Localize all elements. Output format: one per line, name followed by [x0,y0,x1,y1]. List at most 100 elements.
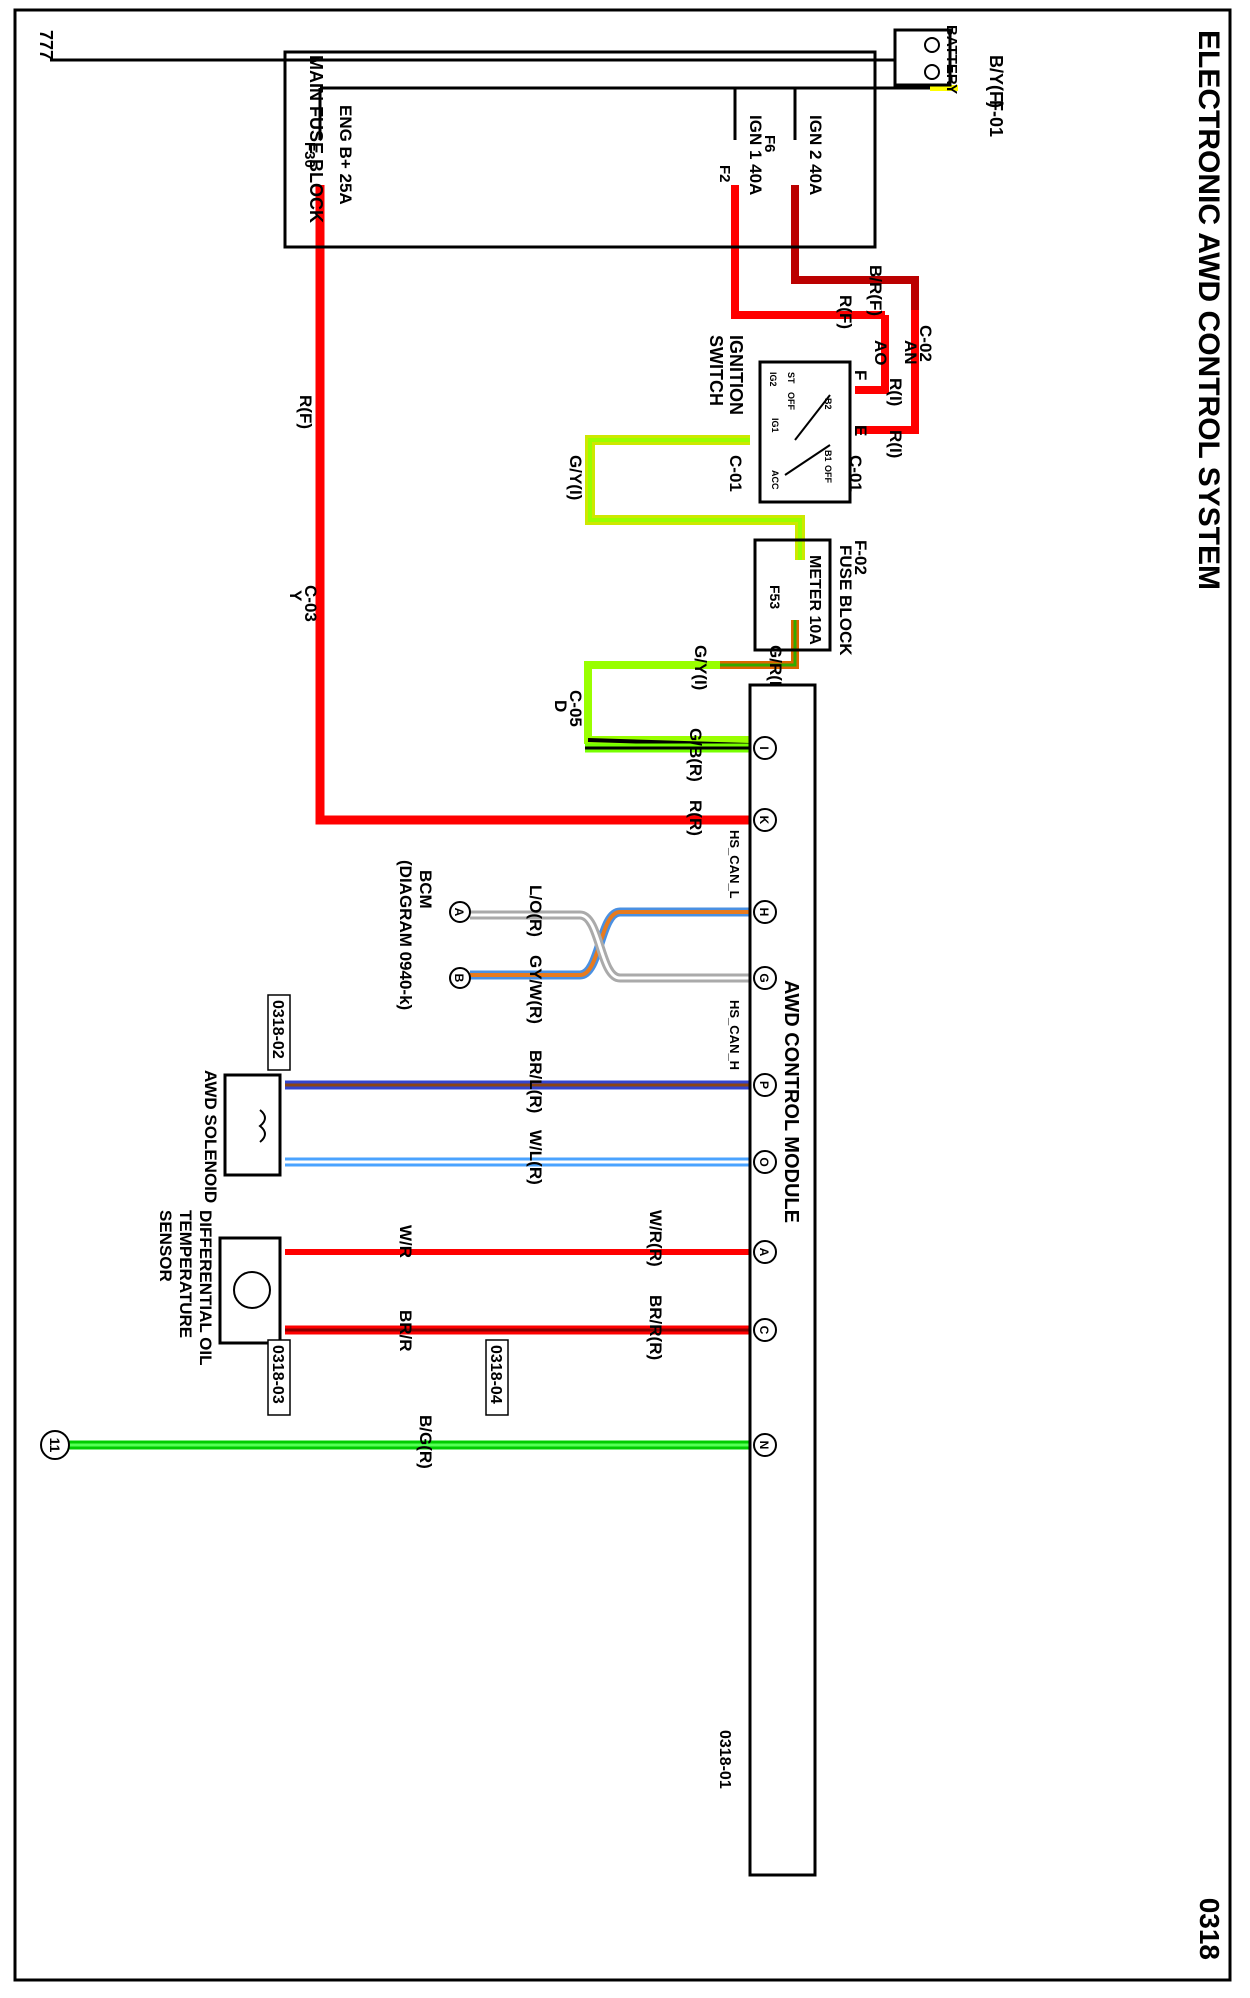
pin-k: K [757,816,771,825]
switch-contact-ig2: IG2 [768,372,778,387]
c03-connector: C-03 [301,585,320,622]
pin-n: N [757,1441,771,1450]
switch-contact-off1: OFF [786,392,796,410]
f02-fuse-id: F53 [767,585,783,609]
battery-label: BATTERY [943,25,960,94]
c03-pin: Y [286,590,305,602]
wire-ri-e [855,310,919,434]
switch-contact-st: ST [786,372,796,384]
switch-connector-b: C-01 [726,455,745,492]
sensor-label-1: DIFFERENTIAL OIL [196,1210,215,1366]
switch-contact-b1: B1 [823,450,833,462]
bcm-label: BCM [416,870,435,909]
fuse-ign2-label: IGN 2 40A [806,115,825,195]
c02-wire-br: B/R(F) [866,265,885,316]
wire-ri-f [855,315,889,394]
switch-contact-b2: B2 [823,398,833,410]
label-gb-r: G/B(R) [686,728,705,782]
fuse-ign1-label: IGN 1 40A [746,115,765,195]
solenoid-label: AWD SOLENOID [201,1070,220,1203]
main-fuse-block [283,50,877,249]
switch-pin-f: F [851,370,870,380]
label-bg-r: B/G(R) [416,1415,435,1469]
switch-contact-ig1: IG1 [770,418,780,433]
sensor-wire-wr: W/R [396,1225,415,1258]
f02-connector: F-02 [851,540,870,575]
c02-pin-ao: AO [871,340,890,366]
f02-wire-gy: G/Y(I) [691,645,710,690]
fuse-ign2-id: F6 [761,135,778,153]
awd-solenoid [223,1073,282,1177]
bcm-pin-a: A [452,908,466,917]
switch-contact-acc: ACC [770,470,780,490]
module-ref: 0318-01 [716,1730,733,1789]
fuse-engb-id: F30 [301,142,318,168]
fuse-ign1-id: F2 [716,165,733,183]
sensor-label-2: TEMPERATURE [176,1210,195,1338]
ground-circle [40,1430,70,1460]
sensor-ref: 0318-03 [269,1345,286,1404]
switch-wire-ri1: R(I) [886,378,905,406]
thermistor-icon [233,1271,271,1309]
pin-g: G [757,973,771,982]
page-border [13,8,1232,1982]
main-fuse-block-label: MAIN FUSE BLOCK [306,55,326,223]
c05-pin: D [551,700,570,712]
label-r-r: R(R) [686,800,705,836]
bcm-ref: (DIAGRAM 0940-k) [396,860,415,1010]
inline-ref: 0318-04 [487,1345,504,1404]
pin-o: O [757,1157,771,1166]
ground-symbol: 777 [36,30,56,60]
c03-wire: R(F) [296,395,315,429]
battery-connector-label: F-01 [986,100,1006,137]
label-wr-r: W/R(R) [646,1210,665,1267]
module-label: AWD CONTROL MODULE [780,980,802,1223]
c02-wire-r: R(F) [836,295,855,329]
solenoid-ref: 0318-02 [269,1000,286,1059]
ignition-switch-label-2: SWITCH [706,335,726,406]
wire-engb-rf [315,185,750,825]
switch-connector-a: C-01 [846,455,865,492]
c02-connector: C-02 [916,325,935,362]
sensor-wire-brr: BR/R [396,1310,415,1352]
switch-contact-off2: OFF [823,465,833,483]
label-can-h: HS_CAN_H [727,1000,742,1070]
pin-h: H [757,908,771,917]
label-lo-r: L/O(R) [526,885,545,937]
battery-symbol [893,28,952,87]
switch-pin-e: E [851,425,870,436]
pin-c: C [757,1326,771,1335]
label-brr-r: BR/R(R) [646,1295,665,1360]
ignition-switch-label-1: IGNITION [726,335,746,415]
module-pins: I K H G P O A C N [753,736,777,1457]
c02-pin-an: AN [901,340,920,365]
switch-wire-ri2: R(I) [886,430,905,458]
bcm-pin-b: B [452,974,466,983]
diagram-rotated-group: ELECTRONIC AWD CONTROL SYSTEM 0318 [13,8,1232,1982]
wire-r-f [731,185,885,319]
diagram-title: ELECTRONIC AWD CONTROL SYSTEM [1192,30,1225,590]
label-wl-r: W/L(R) [526,1130,545,1185]
pin-a: A [757,1248,771,1257]
wire-br-f [791,185,919,310]
sensor-label-3: SENSOR [156,1210,175,1282]
fuse-block-f02 [753,538,832,652]
f02-label: FUSE BLOCK [836,545,855,656]
oil-temp-sensor [218,1236,282,1345]
wire-gy-c05 [584,661,750,744]
label-can-l: HS_CAN_L [727,830,742,899]
awd-control-module [748,683,817,1877]
fuse-engb-label: ENG B+ 25A [336,105,355,205]
c05-connector: C-05 [566,690,585,727]
label-brl-r: BR/L(R) [526,1050,545,1113]
label-gyw-r: GY/W(R) [526,955,545,1024]
battery-wire-label: B/Y(F) [986,55,1006,108]
f02-fuse: METER 10A [806,555,823,645]
coil-icon [258,1109,266,1143]
page-number: 0318 [1194,1898,1225,1960]
pin-p: P [757,1081,771,1089]
f02-wire-out: G/R(I) [766,645,785,691]
ground-id: 11 [47,1438,63,1453]
